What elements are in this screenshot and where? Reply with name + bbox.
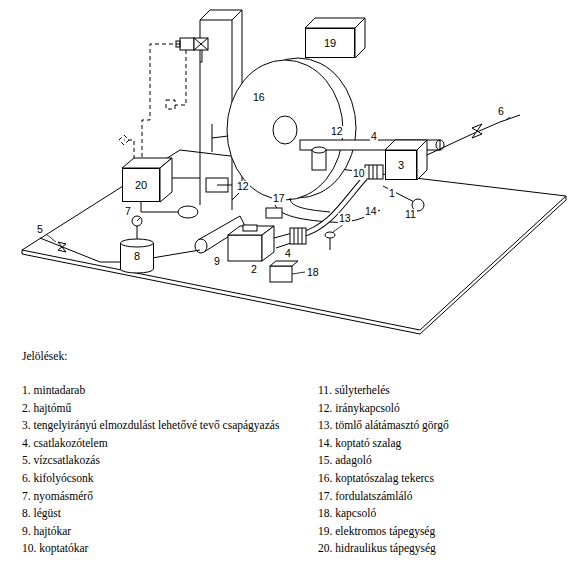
legend-entry: 12. iránykapcsoló <box>318 402 400 415</box>
hydraulic-line <box>200 50 202 62</box>
legend-entry: 19. elektromos tápegység <box>318 525 435 538</box>
outlet-pipe <box>427 115 520 155</box>
legend-entry: 14. koptató szalag <box>318 437 401 450</box>
callout-number: 8 <box>134 250 140 262</box>
unit-box: 19 <box>305 28 355 58</box>
legend-entry: 16. koptatószalag tekercs <box>318 472 434 485</box>
directional-valve <box>176 38 208 50</box>
legend-entry: 20. hidraulikus tápegység <box>318 542 436 555</box>
unit-box: 3 <box>385 150 417 180</box>
legend-heading: Jelölések: <box>22 350 67 363</box>
hydraulic-line <box>141 202 178 212</box>
callout-number: 16 <box>252 92 266 104</box>
callout-number: 11 <box>404 209 417 221</box>
power-unit-side <box>355 18 365 58</box>
leader-lines <box>46 117 510 274</box>
roller-post <box>330 238 331 250</box>
legend-entry: 18. kapcsoló <box>318 507 376 520</box>
callout-number: 3 <box>398 159 404 171</box>
legend-entry: 15. adagoló <box>318 454 372 467</box>
callout-number: 9 <box>213 256 221 268</box>
specimen-hose <box>300 178 365 235</box>
valve-symbol <box>472 124 482 138</box>
callout-number: 4 <box>284 248 292 260</box>
specimen-hose-inner <box>300 178 365 235</box>
base-plate-edge <box>22 196 566 334</box>
pump <box>178 206 198 218</box>
coupling-ribs <box>369 165 377 179</box>
callout-number: 17 <box>272 193 286 205</box>
hydraulic-unit-side <box>160 158 172 202</box>
legend-entry: 17. fordulatszámláló <box>318 490 413 503</box>
callout-number: 20 <box>135 179 147 191</box>
callout-number: 1 <box>388 188 396 200</box>
legend-entry: 11. súlyterhelés <box>318 384 390 397</box>
legend-entry: 13. tömlő alátámasztó görgő <box>318 419 449 432</box>
wear-tape <box>290 198 330 212</box>
valve-symbol <box>58 242 66 252</box>
tape-reel <box>212 58 356 200</box>
hydraulic-line <box>172 178 200 179</box>
callout-number: 13 <box>338 213 352 225</box>
legend-entry: 3. tengelyirányú elmozdulást lehetővé te… <box>22 419 279 432</box>
legend-entry: 7. nyomásmérő <box>22 490 93 503</box>
legend-entry: 10. koptatókar <box>22 542 88 555</box>
callout-number: 12 <box>236 181 250 193</box>
drive <box>195 216 306 261</box>
legend-entry: 8. légüst <box>22 507 61 520</box>
hydraulic-pilot-lines <box>119 44 186 166</box>
water-pipe <box>152 250 200 258</box>
callout-number: 2 <box>250 264 258 276</box>
switch-top <box>270 261 298 266</box>
callout-number: 14 <box>364 206 378 218</box>
air-vessel: 8 <box>120 238 154 274</box>
callout-number: 6 <box>497 106 505 118</box>
legend-entry: 1. mintadarab <box>22 384 85 397</box>
callout-number: 18 <box>306 267 320 279</box>
callout-number: 10 <box>352 168 366 180</box>
legend-entry: 9. hajtókar <box>22 525 71 538</box>
unit-box: 20 <box>122 168 160 202</box>
support-roller <box>325 232 335 238</box>
bearing-side <box>417 140 427 180</box>
legend-entry: 2. hajtómű <box>22 402 71 415</box>
gauge-stem <box>137 226 138 240</box>
callout-number: 12 <box>330 126 344 138</box>
callout-number: 5 <box>36 224 44 236</box>
callout-number: 4 <box>370 131 378 143</box>
revolution-counter <box>266 208 282 218</box>
gauge-needle <box>137 218 140 221</box>
coupling <box>365 165 383 179</box>
legend-entry: 6. kifolyócsonk <box>22 472 94 485</box>
callout-number: 7 <box>124 206 132 218</box>
pressure-gauge <box>132 216 142 226</box>
switch <box>270 266 292 282</box>
callout-number: 19 <box>324 37 336 49</box>
legend-entry: 5. vízcsatlakozás <box>22 454 100 467</box>
water-inlet-pipe <box>40 238 120 262</box>
legend-entry: 4. csatlakozótelem <box>22 437 108 450</box>
